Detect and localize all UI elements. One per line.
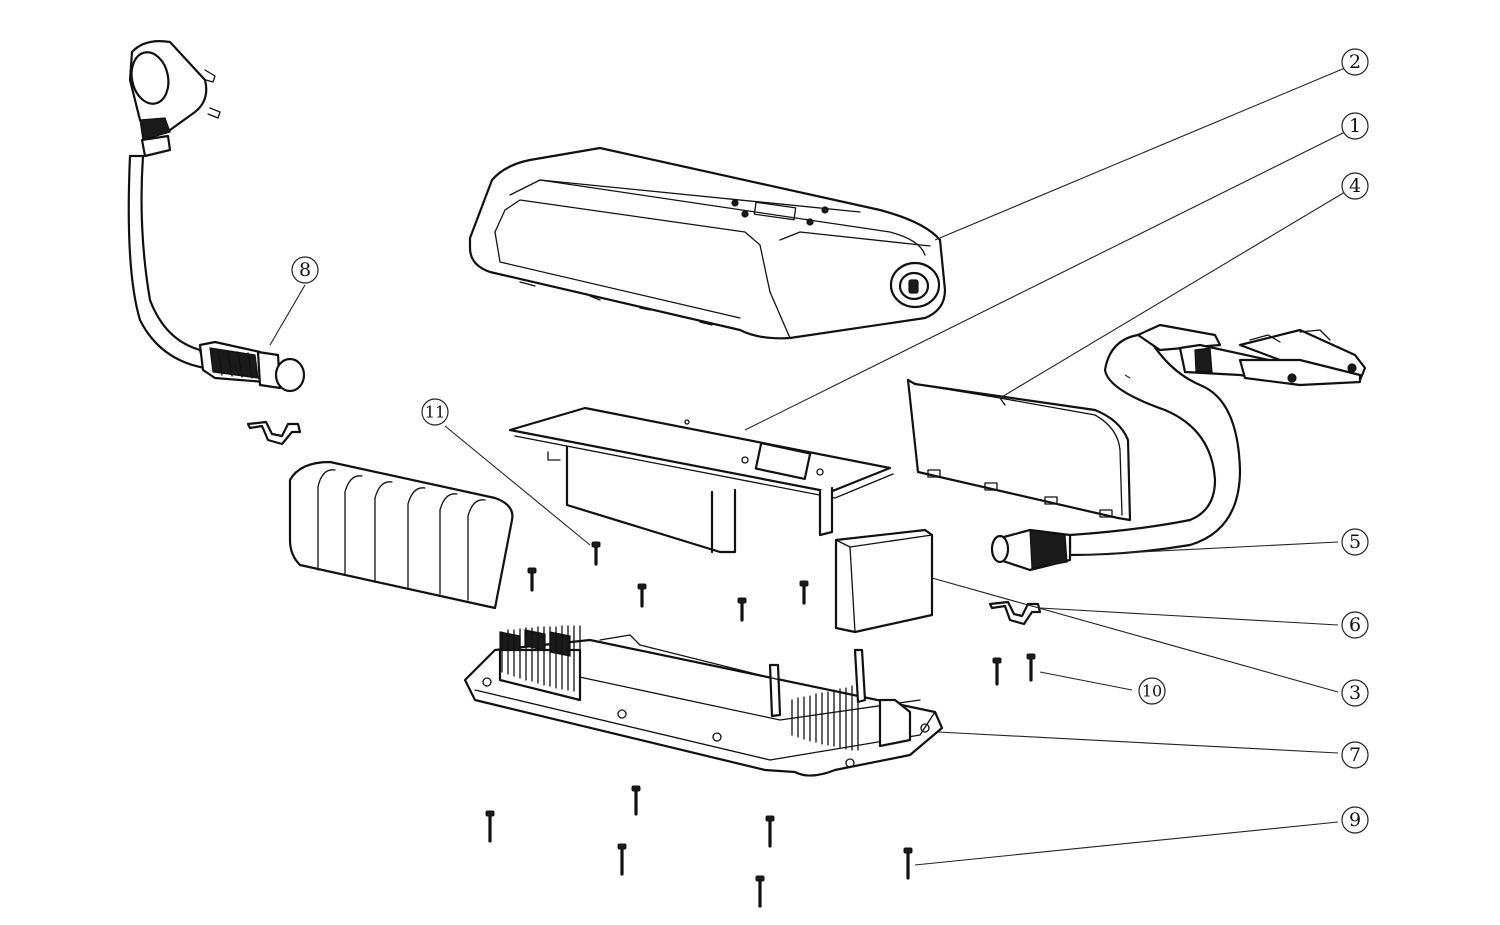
callout-7: 7 (1341, 741, 1369, 769)
pcb-board (508, 406, 894, 554)
leader-6 (1039, 607, 1339, 626)
screw (755, 875, 765, 908)
callout-10: 10 (1138, 677, 1166, 705)
callout-11: 11 (421, 398, 449, 426)
callout-8: 8 (291, 256, 319, 284)
screw (591, 541, 601, 566)
screw (617, 843, 627, 876)
svg-text:7: 7 (1349, 744, 1361, 766)
screw (637, 583, 647, 608)
leader-4 (999, 191, 1346, 399)
screw (631, 785, 641, 816)
screw (903, 847, 913, 880)
mains-plug-cable (127, 40, 306, 393)
base-enclosure (463, 625, 944, 777)
screw (799, 580, 809, 605)
leader-7 (937, 731, 1339, 754)
screw (992, 657, 1002, 686)
leader-8 (269, 284, 306, 346)
output-cable-clamps (990, 323, 1367, 572)
leader-11 (444, 425, 591, 546)
callout-1: 1 (1341, 112, 1369, 140)
callout-4: 4 (1341, 172, 1369, 200)
callout-6: 6 (1341, 611, 1369, 639)
svg-text:11: 11 (425, 403, 445, 422)
heatsink-fins-right (791, 684, 859, 751)
svg-text:3: 3 (1349, 682, 1361, 704)
screw (737, 597, 747, 622)
svg-text:1: 1 (1349, 115, 1361, 137)
leader-2 (934, 67, 1346, 241)
cable-bracket-left (246, 420, 302, 446)
callout-3: 3 (1341, 679, 1369, 707)
screw (765, 815, 775, 848)
leader-5b (1124, 374, 1131, 379)
screws (485, 541, 1036, 908)
callout-2: 2 (1341, 48, 1369, 76)
side-panel (906, 378, 1132, 522)
svg-text:4: 4 (1349, 175, 1361, 197)
callout-9: 9 (1341, 806, 1369, 834)
callout-5: 5 (1341, 528, 1369, 556)
leader-lines (269, 67, 1346, 866)
top-cover (468, 146, 947, 340)
leader-9 (914, 821, 1339, 866)
screw (527, 567, 537, 592)
leader-1 (744, 131, 1346, 431)
cable-bracket-right (988, 600, 1042, 626)
leader-10 (1039, 671, 1133, 691)
heatsink-fins-left (501, 625, 581, 693)
svg-text:6: 6 (1349, 614, 1361, 636)
screw (485, 810, 495, 843)
screw (1026, 653, 1036, 682)
svg-text:8: 8 (299, 259, 311, 281)
small-block (834, 528, 934, 634)
leader-5 (1079, 541, 1339, 556)
svg-text:10: 10 (1142, 682, 1162, 701)
front-grille-cover (288, 460, 514, 610)
leader-3 (931, 577, 1339, 693)
svg-text:2: 2 (1349, 51, 1361, 73)
svg-text:5: 5 (1349, 531, 1361, 553)
svg-text:9: 9 (1349, 809, 1361, 831)
